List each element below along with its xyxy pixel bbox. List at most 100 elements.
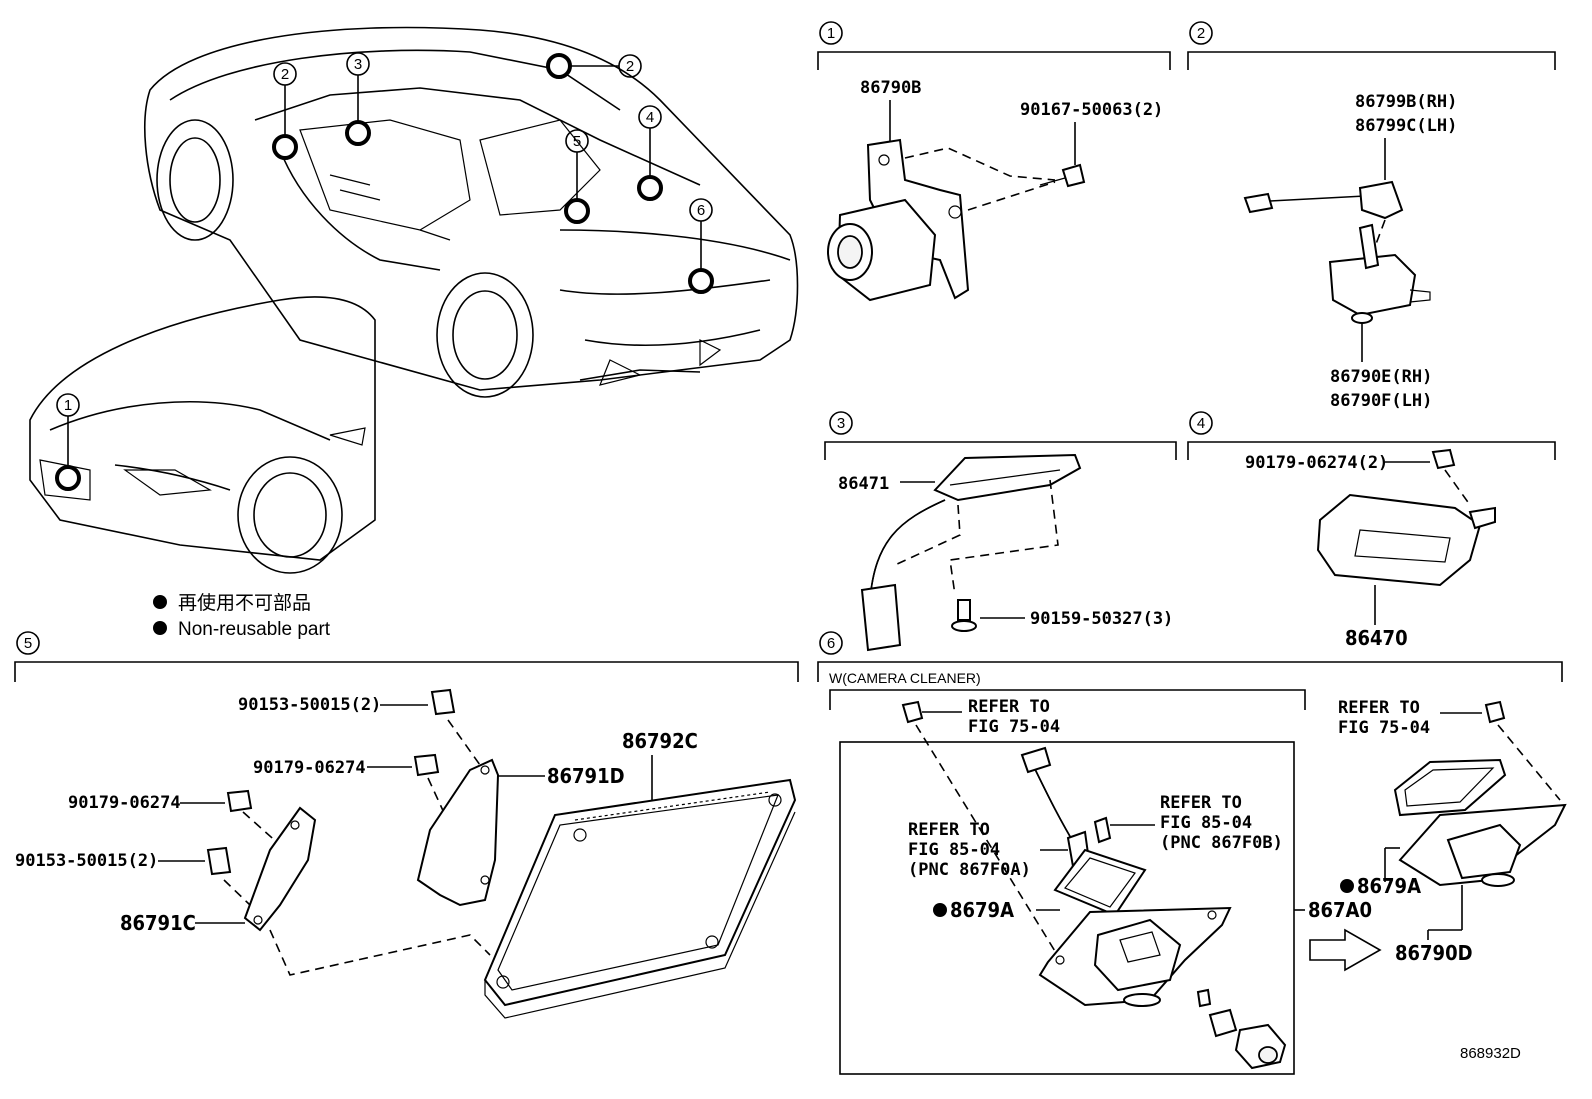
camera-location-ring (546, 53, 572, 79)
refer-pnc-867F0A: (PNC 867F0A) (908, 860, 1031, 880)
callout-6-text: 6 (697, 202, 705, 219)
bolt-icon (206, 846, 232, 876)
legend-ja: 再使用不可部品 (178, 592, 311, 614)
clip (1208, 1008, 1238, 1038)
camera-cleaner-box (839, 741, 1295, 1075)
non-reusable-bullet-icon (933, 903, 947, 917)
interior-camera-connector (860, 583, 902, 652)
front-car-illustration (29, 296, 376, 574)
nut-icon (413, 753, 440, 777)
part-number-86799C-LH: 86799C(LH) (1355, 116, 1457, 136)
non-reusable-bullet-icon (153, 595, 167, 609)
part-number-86799B-RH: 86799B(RH) (1355, 92, 1457, 112)
bolt-icon (1061, 163, 1086, 188)
callout-1-text: 1 (64, 397, 72, 414)
callout-3-text: 3 (354, 56, 362, 73)
refer-to-label: REFER TO (908, 820, 990, 840)
section-3-number: 3 (837, 415, 845, 432)
section-3: 3 86471 90159-50327(3) (824, 411, 1177, 652)
section-2: 2 86799B(RH) 86799C(LH) 86790E(RH) 86790… (1187, 21, 1556, 411)
camera-ecu (1316, 493, 1482, 587)
part-number-86471: 86471 (838, 474, 889, 494)
section-6-number: 6 (827, 635, 835, 652)
part-number-90179-06274-2: 90179-06274(2) (1245, 453, 1388, 473)
nut-icon (226, 789, 253, 813)
part-number-90167-50063: 90167-50063(2) (1020, 100, 1163, 120)
overview-callouts: 1 2 3 2 5 4 6 (55, 52, 714, 491)
part-number-90153-50015-lower: 90153-50015(2) (15, 851, 158, 871)
callout-2 (273, 62, 297, 86)
part-number-86790D: 86790D (1395, 941, 1473, 965)
callout-2-text: 2 (281, 66, 289, 83)
callout-4 (638, 105, 662, 129)
legend: 再使用不可部品 Non-reusable part (153, 592, 331, 640)
refer-fig-75-04: FIG 75-04 (968, 717, 1060, 737)
part-number-86790B: 86790B (860, 78, 921, 98)
callout-5 (565, 129, 589, 153)
part-number-90153-50015-top: 90153-50015(2) (238, 695, 381, 715)
nut-icon (1431, 448, 1456, 470)
section-6: 6 W(CAMERA CLEANER) REFER TO FIG 75-04 R… (817, 631, 1567, 1075)
part-number-90179-06274-upper: 90179-06274 (253, 758, 366, 778)
camera-location-ring (564, 198, 590, 224)
side-camera-harness (1358, 180, 1404, 220)
gasket (1393, 758, 1507, 817)
bracket-86791D (416, 758, 500, 907)
section-1-number: 1 (827, 25, 835, 42)
figure-code: 868932D (1460, 1045, 1521, 1062)
refer-fig-85-04: FIG 85-04 (908, 840, 1000, 860)
arrow-right-icon (1309, 928, 1382, 972)
part-number-86792C: 86792C (622, 729, 698, 753)
part-number-86791D: 86791D (547, 764, 625, 788)
camera-location-ring (345, 120, 371, 146)
harness-connector (1243, 192, 1274, 214)
refer-fig-85-04: FIG 85-04 (1160, 813, 1252, 833)
callout-1 (56, 393, 80, 417)
refer-pnc-867F0B: (PNC 867F0B) (1160, 833, 1283, 853)
section-1: 1 86790B 90167-50063(2) (817, 21, 1171, 302)
bolt-icon (1484, 700, 1506, 724)
section-2-number: 2 (1197, 25, 1205, 42)
callout-5-text: 5 (573, 133, 581, 150)
part-number-86791C: 86791C (120, 911, 196, 935)
part-number-90159-50327: 90159-50327(3) (1030, 609, 1173, 629)
part-number-8679A: 8679A (950, 898, 1014, 922)
screw-icon (957, 599, 971, 621)
refer-to-label: REFER TO (968, 697, 1050, 717)
callout-6 (689, 198, 713, 222)
legend-en: Non-reusable part (178, 619, 331, 640)
camera-location-ring (272, 134, 298, 160)
camera-location-ring (637, 175, 663, 201)
non-reusable-bullet-icon (153, 621, 167, 635)
non-reusable-bullet-icon (1340, 879, 1354, 893)
rear-camera-body (1093, 918, 1182, 992)
part-number-86790F-LH: 86790F(LH) (1330, 391, 1432, 411)
camera-location-ring (688, 268, 714, 294)
nozzle (1093, 816, 1112, 844)
part-number-90179-06274-lower: 90179-06274 (68, 793, 181, 813)
side-camera (1328, 253, 1417, 317)
gasket (1053, 848, 1147, 917)
bracket-86791C (243, 806, 317, 932)
callout-2 (618, 54, 642, 78)
part-number-8679A: 8679A (1357, 874, 1421, 898)
section-5: 5 90153-50015(2) 90179-06274 90179-06274… (14, 631, 799, 1019)
screw-icon (1196, 988, 1212, 1008)
section-4: 4 90179-06274(2) 86470 (1187, 411, 1556, 650)
refer-to-label: REFER TO (1338, 698, 1420, 718)
refer-to-label: REFER TO (1160, 793, 1242, 813)
section-4-number: 4 (1197, 415, 1205, 432)
camera-location-ring (55, 465, 81, 491)
callout-2-text: 2 (626, 58, 634, 75)
refer-fig-75-04: FIG 75-04 (1338, 718, 1430, 738)
rear-car-illustration (144, 26, 799, 398)
camera-cleaner-condition: W(CAMERA CLEANER) (829, 670, 981, 686)
callout-3 (346, 52, 370, 76)
part-number-86470: 86470 (1345, 626, 1408, 650)
section-5-number: 5 (24, 635, 32, 652)
parking-assist-ecu (483, 778, 797, 1007)
bolt-icon (901, 700, 924, 724)
bolt-icon (430, 688, 456, 716)
camera-lens-unit (1234, 1023, 1287, 1070)
